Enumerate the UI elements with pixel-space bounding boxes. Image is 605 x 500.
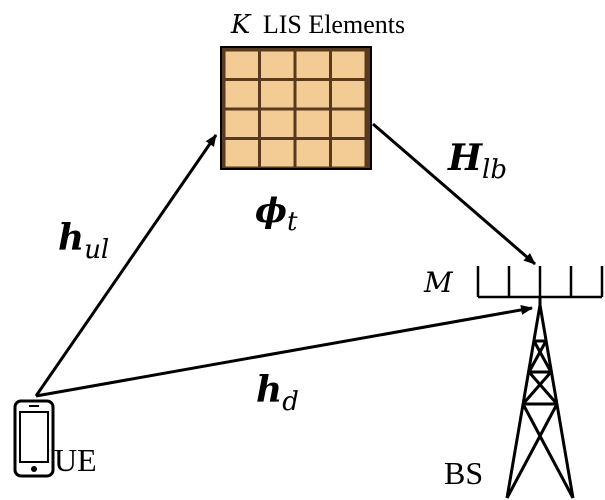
lis-phase-label: ϕt (255, 191, 298, 237)
lis-panel (220, 46, 372, 170)
lis-element (260, 109, 295, 138)
lis-bs-channel-subscript: lb (482, 155, 507, 185)
lis-element (331, 80, 366, 109)
bs-antenna-array (476, 266, 604, 299)
uplink-channel-subscript: ul (84, 235, 109, 265)
lis-element (260, 139, 295, 168)
lis-title-text: LIS Elements (263, 10, 405, 39)
lis-phase-symbol: ϕ (255, 191, 287, 231)
lis-element (224, 80, 259, 109)
lis-element (260, 80, 295, 109)
lis-bs-channel-symbol: H (447, 137, 483, 179)
lis-element (295, 50, 330, 79)
direct-channel-symbol: h (256, 369, 282, 411)
lis-to-bs-arrow (372, 122, 536, 266)
uplink-channel-symbol: h (58, 217, 84, 259)
antenna-count-label: M (423, 266, 454, 299)
uplink-channel-label: hul (58, 217, 109, 265)
lis-element (224, 109, 259, 138)
phone-icon (13, 399, 55, 478)
ue-to-lis-arrow (34, 134, 218, 397)
lis-phase-subscript: t (287, 207, 298, 237)
lis-element (331, 109, 366, 138)
lis-element (224, 50, 259, 79)
bs-tower-icon (505, 297, 575, 499)
lis-element (224, 139, 259, 168)
lis-element (295, 109, 330, 138)
lis-tiles (224, 50, 366, 168)
lis-element (331, 50, 366, 79)
lis-bs-channel-label: Hlb (447, 137, 507, 185)
direct-channel-subscript: d (282, 387, 299, 417)
lis-element (295, 139, 330, 168)
lis-element (331, 139, 366, 168)
bs-label: BS (444, 455, 483, 491)
direct-link-arrow (35, 304, 533, 398)
ue-label: UE (54, 442, 97, 478)
lis-count-variable: K (230, 10, 252, 40)
lis-element (295, 80, 330, 109)
lis-element (260, 50, 295, 79)
direct-channel-label: hd (256, 369, 299, 417)
lis-title: K LIS Elements (230, 10, 405, 40)
